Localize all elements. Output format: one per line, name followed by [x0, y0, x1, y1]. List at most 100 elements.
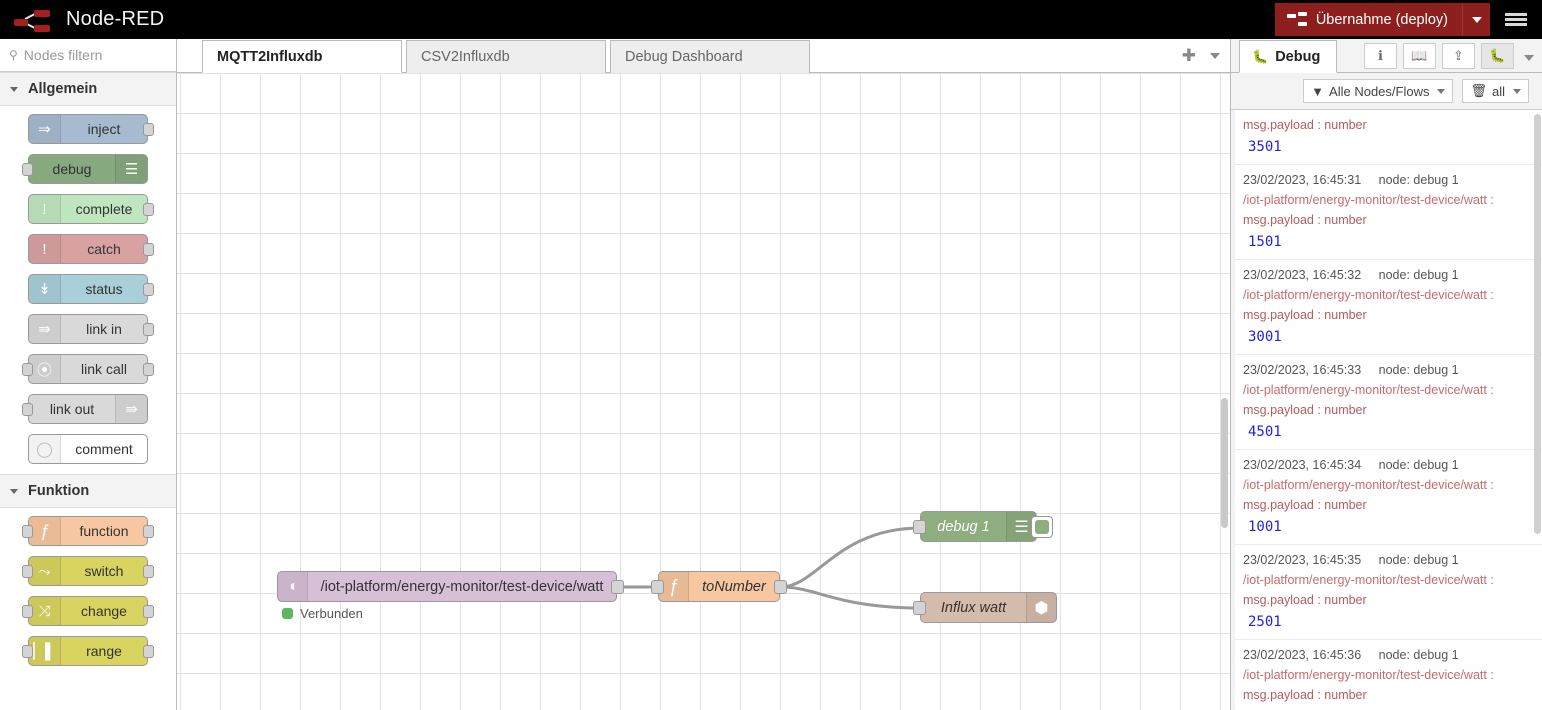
- mqtt-signal-icon: ◖: [278, 572, 308, 601]
- debug-message-item[interactable]: 23/02/2023, 16:45:31 node: debug 1 /iot-…: [1235, 165, 1542, 260]
- flow-node-tonumber[interactable]: ƒ toNumber: [651, 571, 787, 602]
- output-port[interactable]: [143, 243, 154, 256]
- palette-node-complete[interactable]: ! complete: [28, 194, 154, 224]
- caret-down-icon: [1524, 55, 1534, 61]
- output-port[interactable]: [143, 645, 154, 658]
- palette-node-catch[interactable]: ! catch: [28, 234, 154, 264]
- tab-csv2influxdb[interactable]: CSV2Influxdb: [406, 40, 606, 73]
- deploy-icon: [1286, 11, 1307, 28]
- output-port[interactable]: [143, 123, 154, 136]
- info-icon-button[interactable]: ℹ: [1364, 43, 1397, 69]
- debug-message-node: node: debug 1: [1378, 173, 1459, 187]
- deploy-button[interactable]: Übernahme (deploy): [1274, 3, 1462, 36]
- debug-message-item[interactable]: 23/02/2023, 16:45:32 node: debug 1 /iot-…: [1235, 260, 1542, 355]
- palette-node-link-in[interactable]: ⇛ link in: [28, 314, 154, 344]
- deploy-label: Übernahme (deploy): [1315, 11, 1448, 28]
- input-port[interactable]: [651, 580, 664, 594]
- palette-node-label: link out: [49, 401, 95, 417]
- input-port[interactable]: [22, 403, 33, 416]
- hamburger-menu-icon: [1505, 11, 1527, 28]
- flow-node-influx-watt[interactable]: Influx watt ⬢: [913, 592, 1057, 623]
- output-port[interactable]: [774, 580, 787, 594]
- palette-node-debug[interactable]: debug ☰: [22, 154, 148, 184]
- palette-category-funktion[interactable]: Funktion: [0, 474, 176, 508]
- flow-menu-button[interactable]: [1210, 52, 1220, 59]
- flow-node-label: /iot-platform/energy-monitor/test-device…: [320, 578, 604, 595]
- context-branch-icon-button[interactable]: ⇪: [1442, 43, 1475, 69]
- add-flow-button[interactable]: ✚: [1181, 46, 1196, 65]
- canvas-vertical-scrollbar[interactable]: [1221, 398, 1228, 528]
- input-port[interactable]: [913, 601, 926, 615]
- output-port[interactable]: [143, 203, 154, 216]
- palette-node-change[interactable]: ⤨ change: [22, 596, 154, 626]
- debug-message-property: msg.payload : number: [1243, 498, 1367, 512]
- help-book-icon-button[interactable]: 📖: [1403, 43, 1436, 69]
- flow-node-label: toNumber: [702, 578, 766, 595]
- palette-category-allgemein[interactable]: Allgemein: [0, 72, 176, 106]
- palette-search-box[interactable]: ⚲ Nodes filtern: [0, 39, 176, 72]
- debug-vertical-scrollbar[interactable]: [1534, 114, 1541, 534]
- output-port[interactable]: [143, 525, 154, 538]
- input-port[interactable]: [22, 163, 33, 176]
- palette-node-label: switch: [84, 563, 124, 579]
- debug-icon-button[interactable]: 🐛: [1481, 43, 1514, 69]
- debug-filter-button[interactable]: ▼ Alle Nodes/Flows: [1303, 79, 1454, 103]
- debug-message-property: msg.payload : number: [1243, 688, 1367, 702]
- palette-node-link-call[interactable]: ⦿ link call: [22, 354, 154, 384]
- debug-message-item[interactable]: msg.payload : number 3501: [1235, 110, 1542, 165]
- palette-node-inject[interactable]: ⇒ inject: [28, 114, 154, 144]
- output-port[interactable]: [143, 283, 154, 296]
- output-port[interactable]: [143, 605, 154, 618]
- flow-node-debug-1[interactable]: debug 1 ☰: [913, 511, 1053, 542]
- output-port[interactable]: [143, 323, 154, 336]
- palette-node-label: link in: [86, 321, 122, 337]
- palette-node-link-out[interactable]: link out ⇛: [22, 394, 148, 424]
- palette-search-placeholder: Nodes filtern: [23, 47, 103, 63]
- debug-message-topic: /iot-platform/energy-monitor/test-device…: [1243, 668, 1494, 682]
- sidebar-tab-debug[interactable]: 🐛 Debug: [1239, 40, 1338, 73]
- debug-message-list[interactable]: msg.payload : number 3501 23/02/2023, 16…: [1231, 110, 1542, 710]
- deploy-dropdown-button[interactable]: [1462, 3, 1490, 36]
- debug-message-property: msg.payload : number: [1243, 118, 1367, 132]
- output-port[interactable]: [143, 565, 154, 578]
- palette-node-range[interactable]: ▏▌ range: [22, 636, 154, 666]
- output-port[interactable]: [143, 363, 154, 376]
- flow-canvas[interactable]: ◖ /iot-platform/energy-monitor/test-devi…: [177, 73, 1230, 710]
- input-port[interactable]: [913, 520, 926, 534]
- palette-node-status[interactable]: ↡ status: [28, 274, 154, 304]
- debug-message-value: 4001: [1243, 705, 1535, 710]
- sidebar-more-button[interactable]: [1524, 48, 1534, 64]
- debug-message-topic: /iot-platform/energy-monitor/test-device…: [1243, 478, 1494, 492]
- debug-toggle-button[interactable]: [1031, 516, 1053, 538]
- debug-message-value: 1501: [1248, 234, 1282, 250]
- palette-node-comment[interactable]: ◯ comment: [28, 434, 148, 464]
- palette-node-switch[interactable]: ⤳ switch: [22, 556, 154, 586]
- input-port[interactable]: [22, 605, 33, 618]
- debug-clear-button[interactable]: 🗑 all: [1462, 79, 1529, 103]
- exclamation-icon: !: [29, 235, 61, 263]
- tab-label: CSV2Influxdb: [421, 49, 510, 65]
- palette-node-function[interactable]: ƒ function: [22, 516, 154, 546]
- debug-toolbar: ▼ Alle Nodes/Flows 🗑 all: [1231, 73, 1542, 110]
- link-out-icon: ⇛: [115, 395, 147, 423]
- debug-message-item[interactable]: 23/02/2023, 16:45:34 node: debug 1 /iot-…: [1235, 450, 1542, 545]
- input-port[interactable]: [22, 565, 33, 578]
- tab-mqtt2influxdb[interactable]: MQTT2Influxdb: [202, 40, 402, 73]
- input-port[interactable]: [22, 525, 33, 538]
- sidebar-tabbar: 🐛 Debug ℹ 📖 ⇪ 🐛: [1231, 39, 1542, 73]
- flow-node-mqtt-in[interactable]: ◖ /iot-platform/energy-monitor/test-devi…: [277, 571, 624, 621]
- debug-filter-label: Alle Nodes/Flows: [1329, 83, 1430, 99]
- input-port[interactable]: [22, 363, 33, 376]
- tab-debug-dashboard[interactable]: Debug Dashboard: [610, 40, 810, 73]
- output-port[interactable]: [611, 580, 624, 594]
- info-icon: ℹ: [1378, 48, 1383, 63]
- palette-category-label: Funktion: [28, 483, 90, 499]
- debug-message-property: msg.payload : number: [1243, 308, 1367, 322]
- input-port[interactable]: [22, 645, 33, 658]
- debug-message-item[interactable]: 23/02/2023, 16:45:35 node: debug 1 /iot-…: [1235, 545, 1542, 640]
- chevron-down-icon: [10, 488, 18, 494]
- debug-message-item[interactable]: 23/02/2023, 16:45:36 node: debug 1 /iot-…: [1235, 640, 1542, 710]
- debug-message-item[interactable]: 23/02/2023, 16:45:33 node: debug 1 /iot-…: [1235, 355, 1542, 450]
- hamburger-menu-button[interactable]: [1490, 0, 1542, 39]
- debug-message-node: node: debug 1: [1378, 363, 1459, 377]
